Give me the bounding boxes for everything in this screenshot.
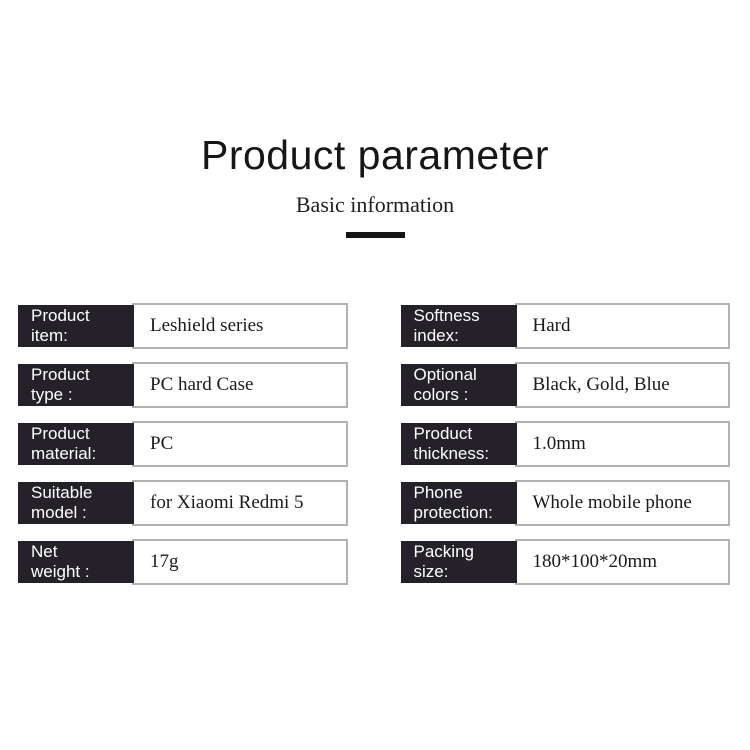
field-row-suitable-model: Suitable model : for Xiaomi Redmi 5 <box>18 480 348 527</box>
field-label-line1: Phone <box>413 483 463 503</box>
field-label-suitable-model: Suitable model : <box>18 482 134 525</box>
field-label-product-material: Product material: <box>18 423 134 466</box>
field-value-optional-colors: Black, Gold, Blue <box>514 362 730 409</box>
field-row-product-item: Product item: Leshield series <box>18 303 348 350</box>
field-label-line1: Packing <box>413 542 474 562</box>
page-title: Product parameter <box>200 132 550 178</box>
fields-column-right: Softness index: Hard Optional colors : B… <box>400 303 730 598</box>
field-label-product-thickness: Product thickness: <box>400 423 517 466</box>
field-row-optional-colors: Optional colors : Black, Gold, Blue <box>400 362 730 409</box>
field-label-line2: index: <box>413 326 459 346</box>
field-label-line2: material: <box>31 444 97 464</box>
field-label-line2: size: <box>413 562 449 582</box>
field-label-phone-protection: Phone protection: <box>400 482 517 525</box>
field-label-line2: colors : <box>413 385 469 405</box>
page-header: Product parameter Basic information <box>0 0 750 239</box>
field-row-product-thickness: Product thickness: 1.0mm <box>400 421 730 468</box>
field-row-softness-index: Softness index: Hard <box>400 303 730 350</box>
page-subtitle: Basic information <box>295 192 455 217</box>
field-label-line1: Net <box>31 542 58 562</box>
field-value-product-item: Leshield series <box>132 303 348 350</box>
field-label-line2: model : <box>31 503 87 523</box>
field-label-line2: thickness: <box>413 444 490 464</box>
field-label-line1: Optional <box>413 365 477 385</box>
field-label-line2: protection: <box>413 503 493 523</box>
field-label-softness-index: Softness index: <box>400 305 517 348</box>
field-label-net-weight: Net weight : <box>18 541 134 584</box>
field-row-phone-protection: Phone protection: Whole mobile phone <box>400 480 730 527</box>
field-label-line1: Softness <box>413 306 480 326</box>
field-label-line1: Product <box>413 424 473 444</box>
field-value-phone-protection: Whole mobile phone <box>514 480 730 527</box>
field-label-product-type: Product type : <box>18 364 134 407</box>
field-label-line1: Product <box>31 365 90 385</box>
field-value-product-type: PC hard Case <box>132 362 348 409</box>
field-label-line1: Suitable <box>31 483 93 503</box>
fields-grid: Product item: Leshield series Product ty… <box>0 303 750 598</box>
fields-column-left: Product item: Leshield series Product ty… <box>18 303 348 598</box>
field-value-product-thickness: 1.0mm <box>514 421 730 468</box>
field-row-product-type: Product type : PC hard Case <box>18 362 348 409</box>
field-value-suitable-model: for Xiaomi Redmi 5 <box>132 480 348 527</box>
field-label-optional-colors: Optional colors : <box>400 364 517 407</box>
field-label-line1: Product <box>31 306 90 326</box>
field-value-packing-size: 180*100*20mm <box>514 539 730 586</box>
field-value-product-material: PC <box>132 421 348 468</box>
accent-bar <box>345 232 405 239</box>
field-row-packing-size: Packing size: 180*100*20mm <box>400 539 730 586</box>
field-row-product-material: Product material: PC <box>18 421 348 468</box>
field-label-packing-size: Packing size: <box>400 541 517 584</box>
field-row-net-weight: Net weight : 17g <box>18 539 348 586</box>
field-value-net-weight: 17g <box>132 539 348 586</box>
field-label-product-item: Product item: <box>18 305 134 348</box>
field-label-line2: weight : <box>31 562 90 582</box>
field-value-softness-index: Hard <box>514 303 730 350</box>
field-label-line2: item: <box>31 326 68 346</box>
field-label-line1: Product <box>31 424 90 444</box>
field-label-line2: type : <box>31 385 73 405</box>
